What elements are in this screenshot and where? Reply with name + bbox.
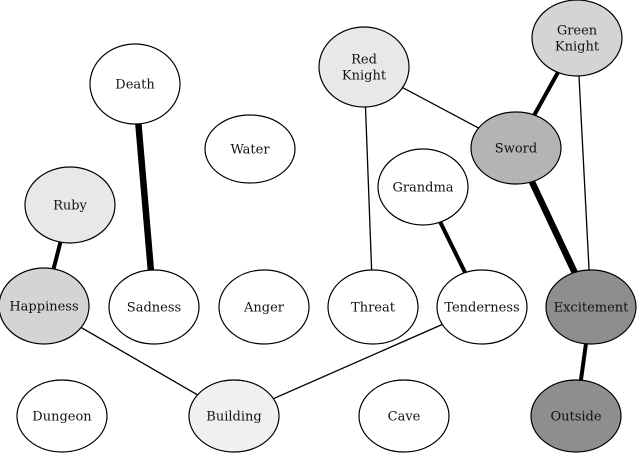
node-dungeon-shape: [16, 379, 108, 453]
node-anger: Anger: [218, 269, 310, 345]
node-building-label: Building: [206, 410, 261, 425]
node-sadness-label: Sadness: [127, 301, 181, 316]
node-tenderness-shape: [436, 269, 528, 345]
node-outside: Outside: [530, 379, 622, 453]
node-grandma-label: Grandma: [392, 181, 453, 196]
node-ruby-label: Ruby: [53, 199, 87, 214]
node-cave: Cave: [358, 379, 450, 453]
node-water-label: Water: [230, 143, 270, 158]
node-grandma-shape: [377, 148, 469, 226]
node-sadness-shape: [108, 269, 200, 345]
node-outside-shape: [530, 379, 622, 453]
node-water-shape: [204, 114, 296, 184]
node-cave-label: Cave: [388, 410, 421, 425]
node-death: Death: [89, 43, 181, 125]
node-green-knight-label: Green: [557, 24, 598, 39]
node-red-knight-shape: [318, 26, 410, 108]
node-sword-label: Sword: [495, 142, 537, 157]
node-dungeon-label: Dungeon: [32, 410, 92, 425]
node-happiness-shape: [0, 267, 90, 345]
node-outside-label: Outside: [550, 410, 601, 425]
node-death-shape: [89, 43, 181, 125]
node-anger-label: Anger: [243, 301, 285, 316]
node-threat-shape: [327, 269, 419, 345]
node-red-knight-label: Knight: [342, 69, 387, 84]
node-water: Water: [204, 114, 296, 184]
node-happiness-label: Happiness: [9, 300, 78, 315]
node-sword-shape: [470, 111, 562, 185]
node-threat-label: Threat: [351, 301, 396, 316]
node-tenderness: Tenderness: [436, 269, 528, 345]
node-green-knight-label: Knight: [555, 40, 600, 55]
node-excitement-label: Excitement: [554, 301, 630, 316]
node-red-knight-label: Red: [351, 53, 377, 68]
node-anger-shape: [218, 269, 310, 345]
node-sadness: Sadness: [108, 269, 200, 345]
node-ruby: Ruby: [24, 166, 116, 244]
node-happiness: Happiness: [0, 267, 90, 345]
node-building-shape: [188, 379, 280, 453]
node-ruby-shape: [24, 166, 116, 244]
node-grandma: Grandma: [377, 148, 469, 226]
node-excitement-shape: [545, 269, 637, 345]
edge-green-knight-excitement: [576, 37, 592, 308]
node-excitement: Excitement: [545, 269, 637, 345]
node-building: Building: [188, 379, 280, 453]
node-sword: Sword: [470, 111, 562, 185]
node-threat: Threat: [327, 269, 419, 345]
node-tenderness-label: Tenderness: [444, 301, 519, 316]
node-green-knight-shape: [531, 0, 623, 77]
node-death-label: Death: [115, 78, 155, 93]
node-dungeon: Dungeon: [16, 379, 108, 453]
edge-tenderness-building: [233, 306, 483, 417]
node-cave-shape: [358, 379, 450, 453]
